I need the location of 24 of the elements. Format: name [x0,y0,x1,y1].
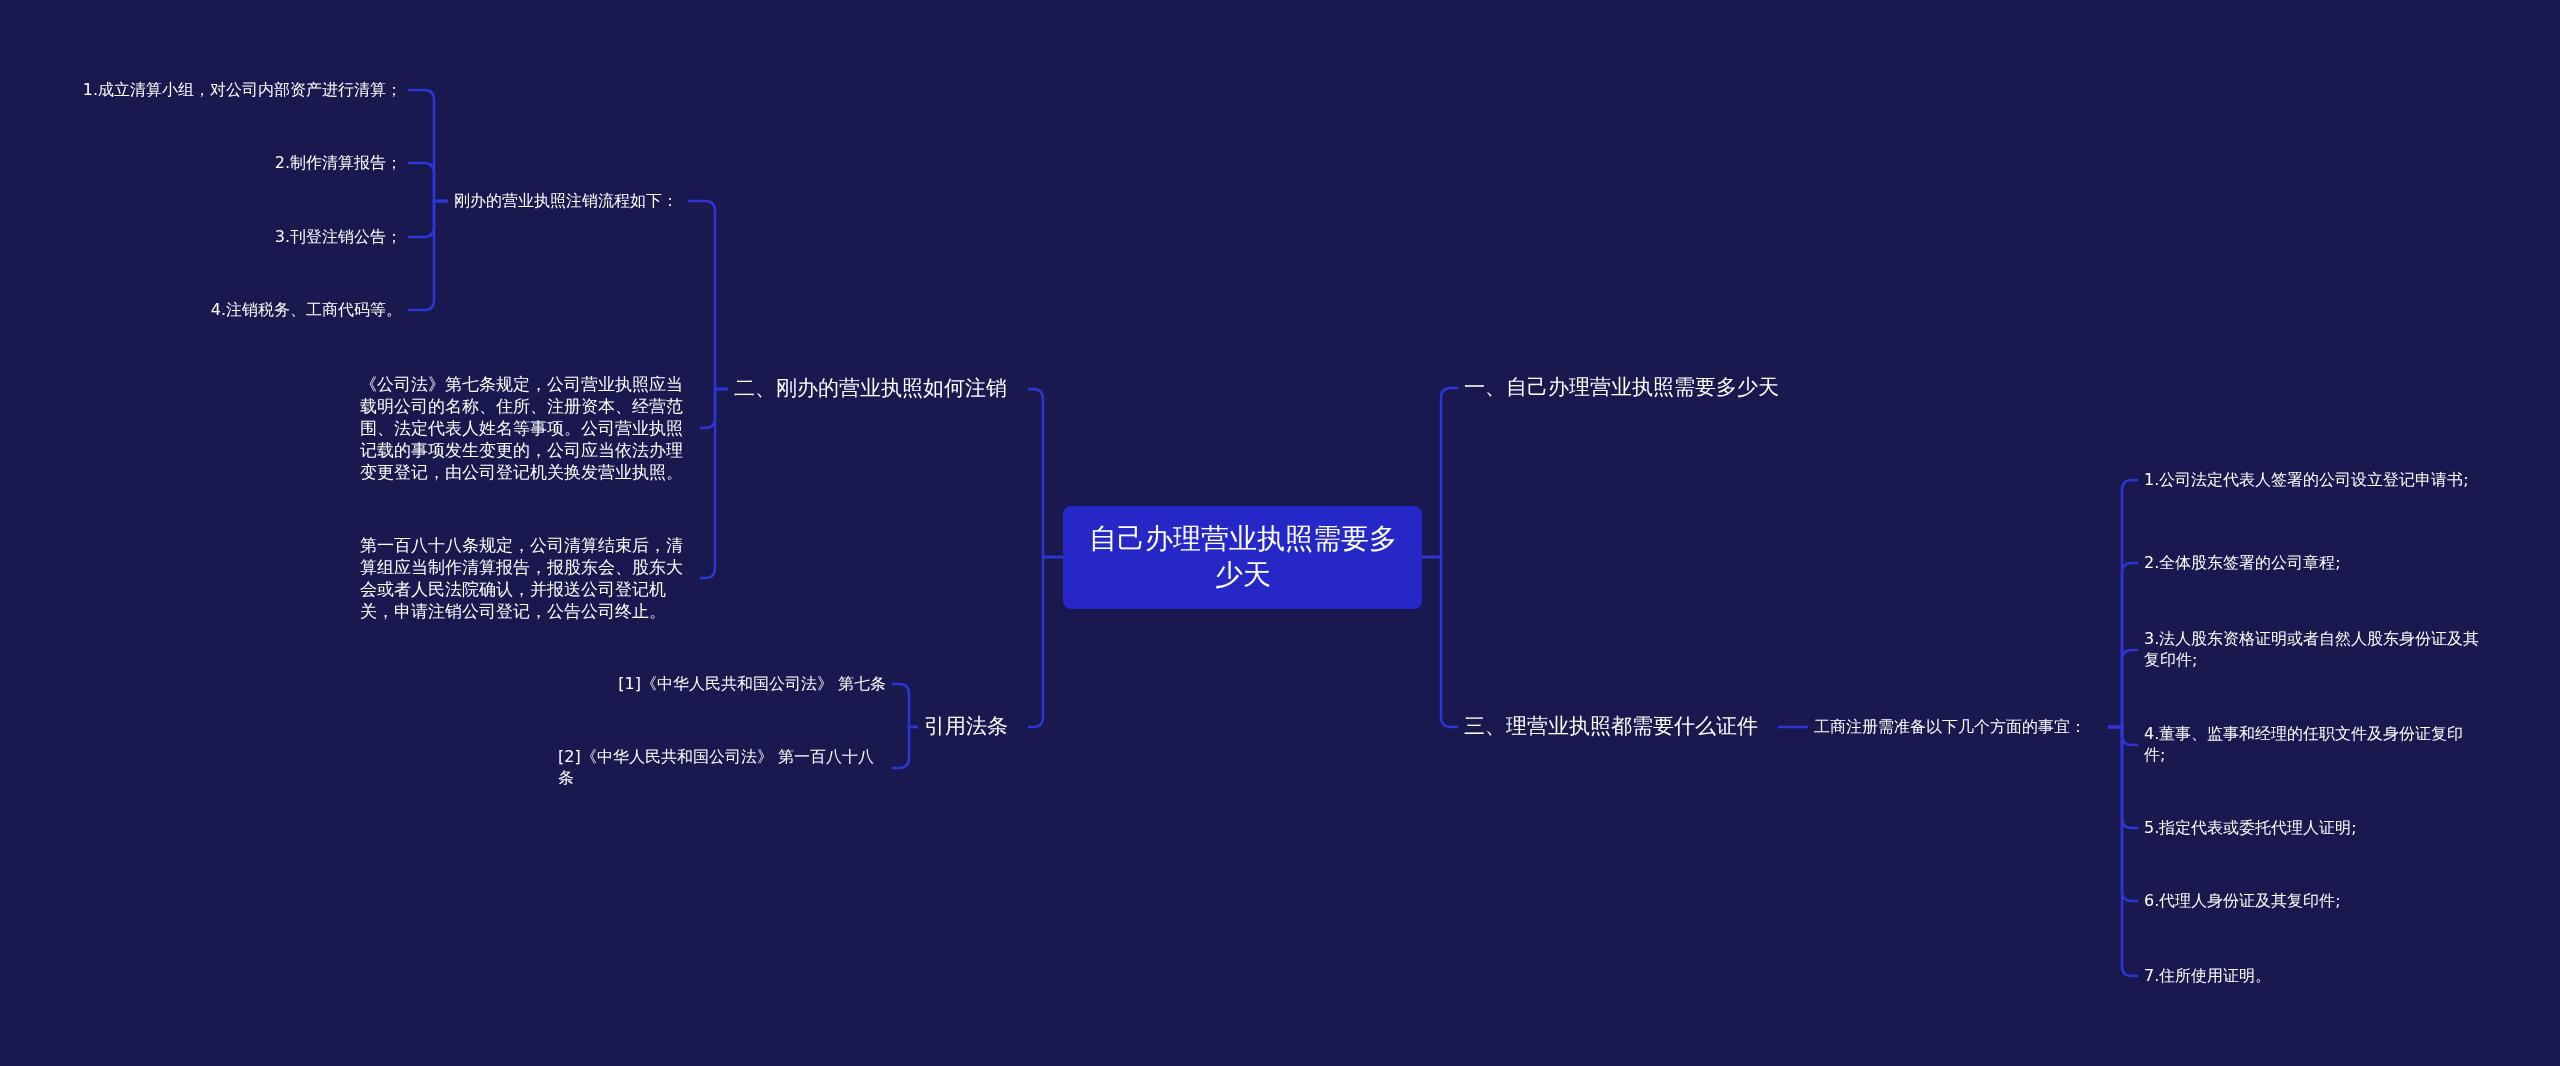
paragraph-text: 第一百八十八条规定，公司清算结束后，清算组应当制作清算报告，报股东会、股东大会或者人民法院确认，并报送公司登记机关，申请注销公司登记，公告公司终止。 [354,529,700,627]
list-item-text: 3.刊登注销公告； [28,222,408,252]
central-topic-box: 自己办理营业执照需要多少天 [1063,505,1422,609]
list-item-text: 4.注销税务、工商代码等。 [28,295,408,325]
list-item-text: [2]《中华人民共和国公司法》 第一百八十八条 [552,743,892,793]
subtopic-text: 刚办的营业执照注销流程如下： [448,186,688,216]
branch-topic: 三、理营业执照都需要什么证件 [1458,709,1778,745]
list-item-text: 3.法人股东资格证明或者自然人股东身份证及其复印件; [2138,625,2488,675]
branch-topic: 一、自己办理营业执照需要多少天 [1458,370,1798,406]
list-item-text: 1.成立清算小组，对公司内部资产进行清算； [28,75,408,105]
list-item-text: [1]《中华人民共和国公司法》 第七条 [532,669,892,699]
list-item-text: 6.代理人身份证及其复印件; [2138,886,2488,916]
connector-line [1778,725,1808,729]
list-item-text: 4.董事、监事和经理的任职文件及身份证复印件; [2138,720,2488,770]
connector-line [892,725,918,770]
list-item-text: 2.制作清算报告； [28,148,408,178]
list-item-text: 7.住所使用证明。 [2138,961,2488,991]
subtopic-text: 工商注册需准备以下几个方面的事宜： [1808,712,2108,742]
branch-topic: 二、刚办的营业执照如何注销 [728,371,1028,407]
list-item-text: 2.全体股东签署的公司章程; [2138,548,2488,578]
list-item-text: 5.指定代表或委托代理人证明; [2138,813,2488,843]
list-item-text: 1.公司法定代表人签署的公司设立登记申请书; [2138,465,2488,495]
paragraph-text: 《公司法》第七条规定，公司营业执照应当载明公司的名称、住所、注册资本、经营范围、法定代表人姓名等事项。公司营业执照记载的事项发生变更的，公司应当依法办理变更登记，由公司登记机关换发营业执照。 [354,368,700,488]
branch-topic: 引用法条 [918,709,1028,745]
